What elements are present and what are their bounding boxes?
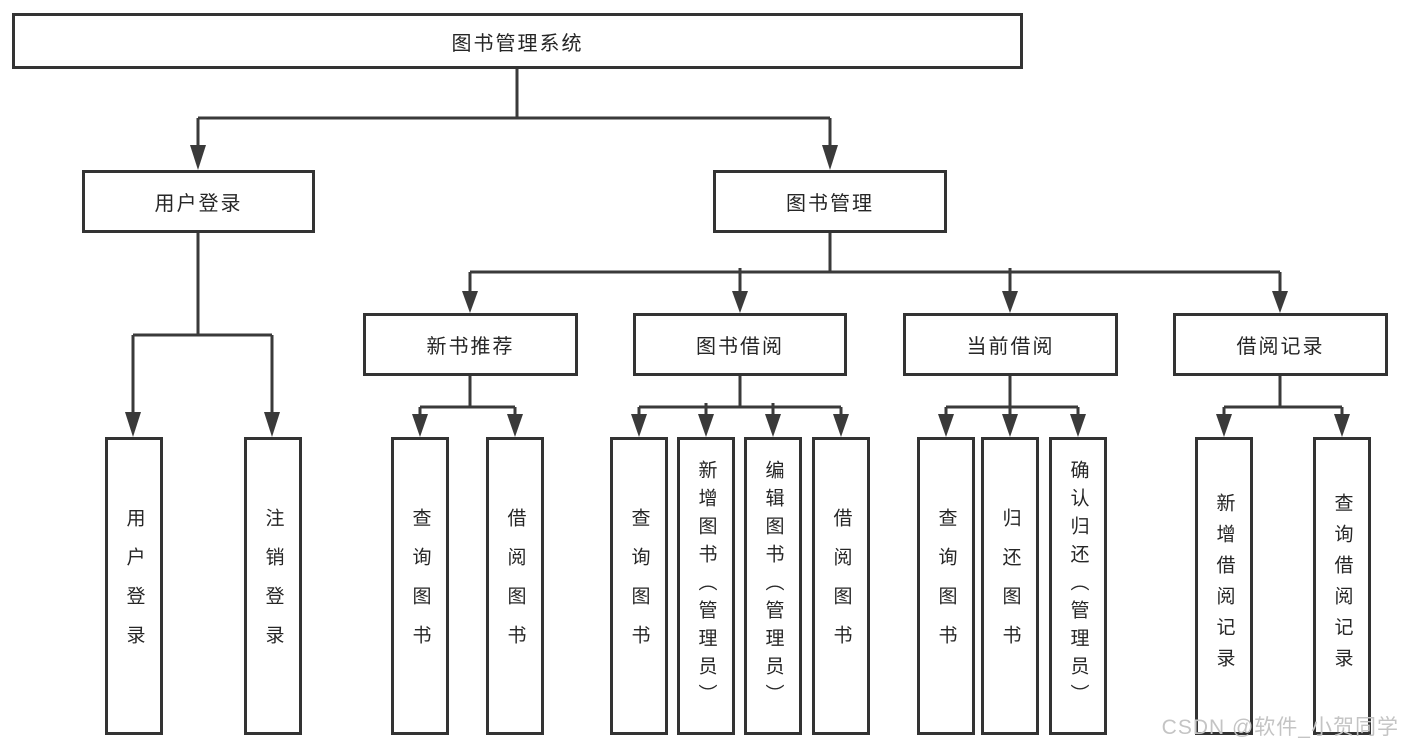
leaf-label: 查询图书	[409, 508, 431, 664]
node-book-borrow: 图书借阅	[633, 313, 847, 376]
node-new-book-recommend: 新书推荐	[363, 313, 578, 376]
leaf-query-books: 查询图书	[391, 437, 449, 735]
leaf-borrow-books: 借阅图书	[486, 437, 544, 735]
leaf-return-books: 归还图书	[981, 437, 1039, 735]
leaf-label: 编辑图书（管理员）	[762, 460, 784, 712]
node-label: 当前借阅	[966, 336, 1055, 358]
leaf-label: 注销登录	[262, 508, 284, 664]
node-library-management-system: 图书管理系统	[12, 13, 1023, 69]
leaf-query-books: 查询图书	[610, 437, 668, 735]
node-label: 图书管理系统	[451, 32, 584, 55]
leaf-label: 归还图书	[999, 508, 1021, 664]
csdn-watermark: CSDN @软件_小贺同学	[1161, 716, 1399, 739]
leaf-label: 查询图书	[935, 508, 957, 664]
leaf-label: 借阅图书	[504, 508, 526, 664]
leaf-add-borrow-record: 新增借阅记录	[1195, 437, 1253, 735]
leaf-label: 查询图书	[628, 508, 650, 664]
leaf-query-borrow-record: 查询借阅记录	[1313, 437, 1371, 735]
node-label: 用户登录	[154, 193, 243, 215]
node-book-management: 图书管理	[713, 170, 947, 233]
leaf-add-books-admin: 新增图书（管理员）	[677, 437, 735, 735]
leaf-confirm-return-admin: 确认归还（管理员）	[1049, 437, 1107, 735]
leaf-user-login: 用户登录	[105, 437, 163, 735]
leaf-label: 查询借阅记录	[1331, 493, 1353, 679]
node-label: 借阅记录	[1236, 336, 1325, 358]
node-label: 图书管理	[786, 193, 874, 215]
node-label: 新书推荐	[426, 336, 515, 358]
leaf-edit-books-admin: 编辑图书（管理员）	[744, 437, 802, 735]
leaf-logout: 注销登录	[244, 437, 302, 735]
leaf-query-books: 查询图书	[917, 437, 975, 735]
node-borrow-record: 借阅记录	[1173, 313, 1388, 376]
node-label: 图书借阅	[696, 336, 784, 358]
leaf-label: 借阅图书	[830, 508, 852, 664]
leaf-label: 新增借阅记录	[1213, 493, 1235, 679]
leaf-label: 用户登录	[123, 508, 145, 664]
node-user-login: 用户登录	[82, 170, 315, 233]
node-current-borrow: 当前借阅	[903, 313, 1118, 376]
leaf-label: 新增图书（管理员）	[695, 460, 717, 712]
leaf-label: 确认归还（管理员）	[1067, 460, 1089, 712]
leaf-borrow-books: 借阅图书	[812, 437, 870, 735]
